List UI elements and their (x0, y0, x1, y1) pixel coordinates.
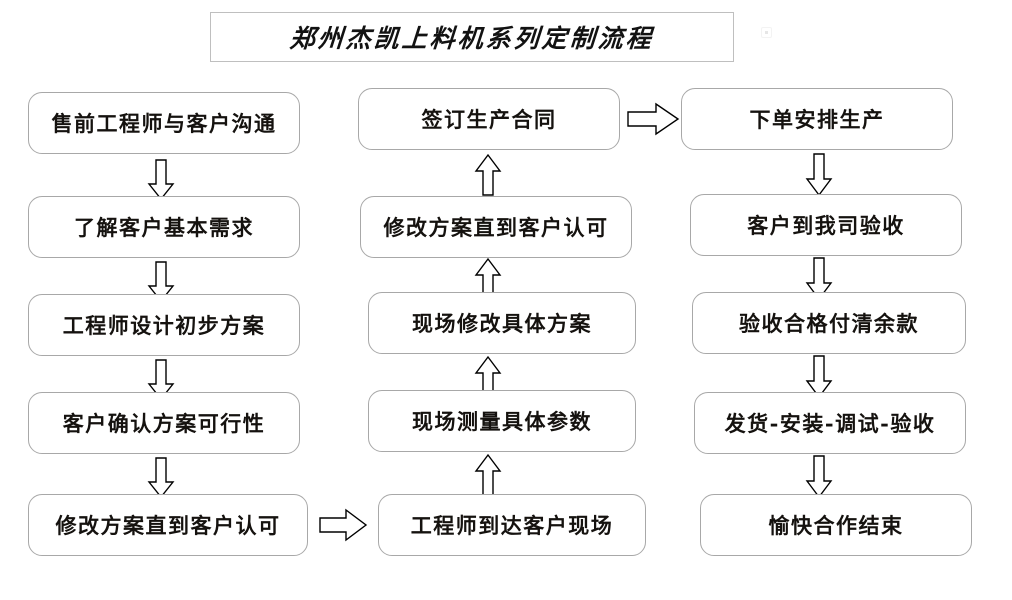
chart-title: 郑州杰凯上料机系列定制流程 (288, 24, 655, 53)
node-label: 客户到我司验收 (747, 212, 905, 238)
arrow-down-c3n4-c3n5 (803, 455, 835, 499)
scan-artifact (761, 27, 772, 38)
node-label: 下单安排生产 (749, 106, 885, 132)
node-label: 愉快合作结束 (768, 512, 904, 538)
node-label: 工程师设计初步方案 (62, 312, 266, 338)
arrow-down-c3n1-c3n2 (803, 153, 835, 197)
arrow-down-c1n2-c1n3 (145, 261, 177, 303)
arrow-down-c3n3-c3n4 (803, 355, 835, 399)
node-c1n4[interactable]: 客户确认方案可行性 (28, 392, 300, 454)
arrow-down-c3n2-c3n3 (803, 257, 835, 301)
node-c2n2[interactable]: 修改方案直到客户认可 (360, 196, 632, 258)
node-c2n1[interactable]: 签订生产合同 (358, 88, 620, 150)
arrow-up-c2n5-c2n4 (472, 453, 504, 496)
node-c1n1[interactable]: 售前工程师与客户沟通 (28, 92, 300, 154)
node-label: 售前工程师与客户沟通 (51, 110, 277, 136)
node-c3n5[interactable]: 愉快合作结束 (700, 494, 972, 556)
arrow-right-c2n1-c3n1 (627, 102, 680, 136)
node-label: 工程师到达客户现场 (410, 512, 614, 538)
node-label: 验收合格付清余款 (739, 310, 919, 336)
node-label: 现场测量具体参数 (412, 408, 592, 434)
node-c3n2[interactable]: 客户到我司验收 (690, 194, 962, 256)
node-label: 发货-安装-调试-验收 (724, 410, 936, 436)
arrow-right-c1n5-c2n5 (319, 508, 368, 542)
arrow-down-c1n3-c1n4 (145, 359, 177, 401)
node-c2n4[interactable]: 现场测量具体参数 (368, 390, 636, 452)
node-c3n1[interactable]: 下单安排生产 (681, 88, 953, 150)
arrow-down-c1n1-c1n2 (145, 159, 177, 201)
node-label: 修改方案直到客户认可 (383, 214, 609, 240)
node-c3n3[interactable]: 验收合格付清余款 (692, 292, 966, 354)
node-label: 客户确认方案可行性 (62, 410, 266, 436)
chart-title-box: 郑州杰凯上料机系列定制流程 (210, 12, 734, 62)
node-c1n3[interactable]: 工程师设计初步方案 (28, 294, 300, 356)
arrow-up-c2n2-c2n1 (472, 153, 504, 196)
node-label: 签订生产合同 (421, 106, 557, 132)
node-c2n3[interactable]: 现场修改具体方案 (368, 292, 636, 354)
node-label: 现场修改具体方案 (412, 310, 592, 336)
node-c1n2[interactable]: 了解客户基本需求 (28, 196, 300, 258)
node-c2n5[interactable]: 工程师到达客户现场 (378, 494, 646, 556)
node-c1n5[interactable]: 修改方案直到客户认可 (28, 494, 308, 556)
arrow-down-c1n4-c1n5 (145, 457, 177, 499)
node-label: 了解客户基本需求 (74, 214, 254, 240)
node-label: 修改方案直到客户认可 (55, 512, 281, 538)
node-c3n4[interactable]: 发货-安装-调试-验收 (694, 392, 966, 454)
